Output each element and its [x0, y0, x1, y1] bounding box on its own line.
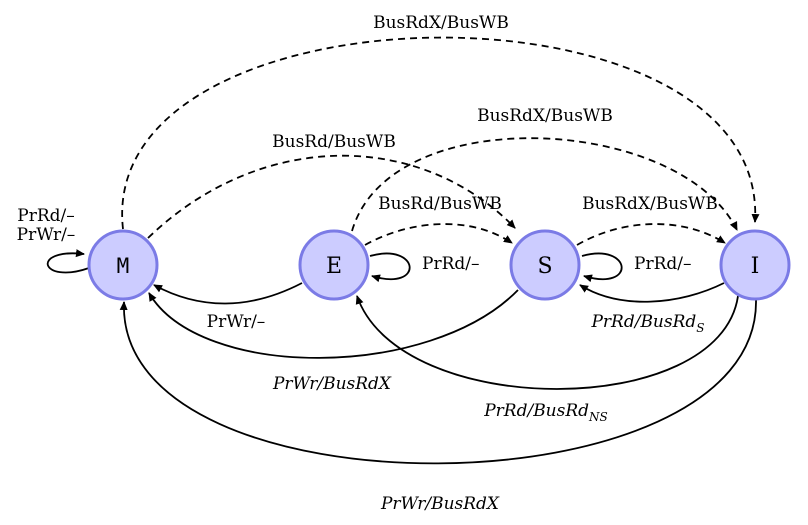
state-s: S: [509, 229, 581, 301]
label-i-s: PrRd/BusRdS: [590, 312, 704, 335]
edge-m-self: [46, 249, 90, 274]
state-e-label: E: [326, 254, 342, 279]
edge-e-self: [369, 252, 411, 283]
edge-s-i: [576, 223, 726, 246]
state-i: I: [719, 229, 791, 301]
label-i-e: PrRd/BusRdNS: [483, 401, 608, 424]
label-m-self-prwr: PrWr/–: [17, 225, 76, 245]
edge-e-s: [364, 223, 513, 246]
edge-s-m: [148, 289, 519, 359]
label-e-i: BusRdX/BusWB: [477, 106, 613, 126]
edge-m-s: [147, 154, 516, 239]
state-m-label: M: [117, 254, 130, 278]
state-i-label: I: [751, 254, 760, 279]
state-s-label: S: [537, 254, 552, 279]
label-e-m: PrWr/–: [207, 312, 266, 332]
label-s-i: BusRdX/BusWB: [582, 194, 718, 214]
edge-i-e: [355, 295, 739, 390]
label-s-self: PrRd/–: [634, 254, 691, 274]
label-m-self-prrd: PrRd/–: [17, 206, 74, 226]
state-e-circle: [298, 229, 370, 301]
state-i-circle: [719, 229, 791, 301]
edge-i-m: [119, 299, 757, 465]
label-s-m: PrWr/BusRdX: [272, 374, 392, 394]
label-e-s: BusRd/BusWB: [378, 194, 502, 214]
state-s-circle: [509, 229, 581, 301]
label-m-i: BusRdX/BusWB: [373, 13, 509, 33]
label-e-self: PrRd/–: [422, 254, 479, 274]
state-e: E: [298, 229, 370, 301]
edge-s-self: [581, 252, 623, 283]
edge-m-i: [121, 36, 760, 230]
label-i-m: PrWr/BusRdX: [380, 494, 500, 514]
edge-i-s: [579, 282, 725, 303]
edge-e-m: [153, 282, 303, 305]
state-m: M: [87, 229, 159, 301]
label-m-s: BusRd/BusWB: [272, 132, 396, 152]
edge-e-i: [351, 137, 738, 232]
state-m-circle: [87, 229, 159, 301]
